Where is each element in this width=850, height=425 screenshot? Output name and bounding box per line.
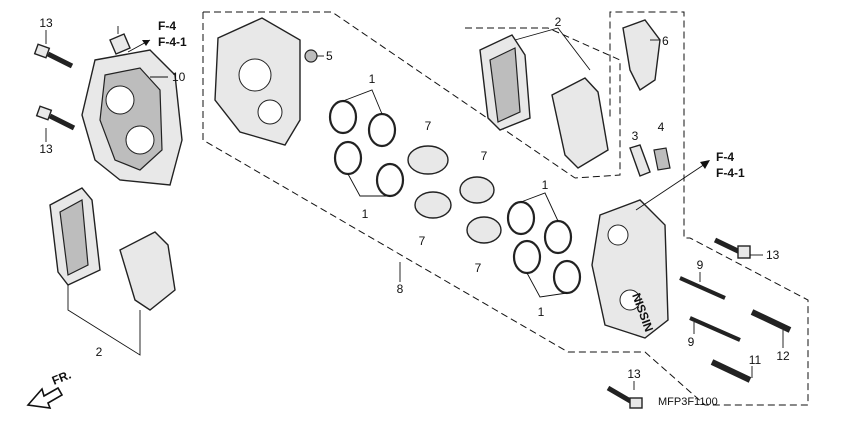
bleeder-cap bbox=[653, 147, 671, 171]
ref-f41-lower: F-4-1 bbox=[716, 166, 745, 180]
leader-2-top bbox=[514, 27, 591, 71]
bolt-left-upper bbox=[33, 43, 74, 69]
bolt-right-upper bbox=[713, 237, 751, 259]
ref-f41-upper: F-4-1 bbox=[158, 35, 187, 49]
callout-2-top: 2 bbox=[555, 15, 562, 29]
ref-f4-lower: F-4 bbox=[716, 150, 734, 164]
piston-group bbox=[407, 145, 502, 244]
callout-7-a: 7 bbox=[425, 119, 432, 133]
pad-set-boundary bbox=[465, 27, 621, 179]
callout-12: 12 bbox=[776, 349, 790, 363]
callout-13-right: 13 bbox=[766, 248, 780, 262]
callout-7-c: 7 bbox=[481, 149, 488, 163]
pad-left-outer bbox=[119, 231, 176, 311]
bolt-right-11 bbox=[710, 359, 752, 383]
ref-arrowhead-upper bbox=[142, 40, 150, 46]
callout-9-a: 9 bbox=[697, 258, 704, 272]
callout-8: 8 bbox=[397, 282, 404, 296]
bleeder-valve bbox=[629, 144, 651, 177]
callout-13-top: 13 bbox=[39, 16, 53, 30]
ref-arrowhead-lower bbox=[700, 160, 710, 169]
callout-13-bottom: 13 bbox=[627, 367, 641, 381]
callout-2-left: 2 bbox=[96, 345, 103, 359]
callout-4: 4 bbox=[658, 120, 665, 134]
bolt-right-12 bbox=[750, 309, 792, 333]
callout-7-d: 7 bbox=[475, 261, 482, 275]
callout-10: 10 bbox=[172, 70, 186, 84]
callout-1-lower: 1 bbox=[542, 178, 549, 192]
caliper-right bbox=[591, 199, 669, 339]
callout-5: 5 bbox=[326, 49, 333, 63]
callout-1-lower-low: 1 bbox=[538, 305, 545, 319]
direction-arrow bbox=[26, 386, 64, 409]
cap-small bbox=[304, 49, 318, 63]
callout-13-mid: 13 bbox=[39, 142, 53, 156]
ref-f4-upper: F-4 bbox=[158, 19, 176, 33]
pad-left-inner bbox=[49, 187, 101, 286]
direction-label: FR. bbox=[50, 368, 73, 388]
bolt-bottom bbox=[606, 385, 643, 409]
ref-arrow-lower bbox=[635, 161, 709, 211]
callout-7-b: 7 bbox=[419, 234, 426, 248]
callout-3: 3 bbox=[632, 129, 639, 143]
leader-2-left bbox=[67, 285, 141, 356]
pad-pin-lower bbox=[689, 316, 741, 342]
pad-spring bbox=[622, 19, 661, 92]
callout-11: 11 bbox=[749, 353, 762, 367]
pad-pin-upper bbox=[679, 276, 726, 300]
diagram-code: MFP3F1100 bbox=[658, 396, 718, 408]
seal-group-upper bbox=[328, 89, 405, 198]
seal-group-lower bbox=[506, 192, 582, 298]
bolt-left-lower bbox=[35, 105, 76, 131]
pad-upper-set bbox=[479, 34, 609, 169]
callout-9-b: 9 bbox=[688, 335, 695, 349]
caliper-left bbox=[81, 26, 183, 186]
callout-1-upper: 1 bbox=[369, 72, 376, 86]
callout-1-upper-low: 1 bbox=[362, 207, 369, 221]
caliper-center bbox=[214, 17, 301, 146]
callout-6: 6 bbox=[662, 34, 669, 48]
